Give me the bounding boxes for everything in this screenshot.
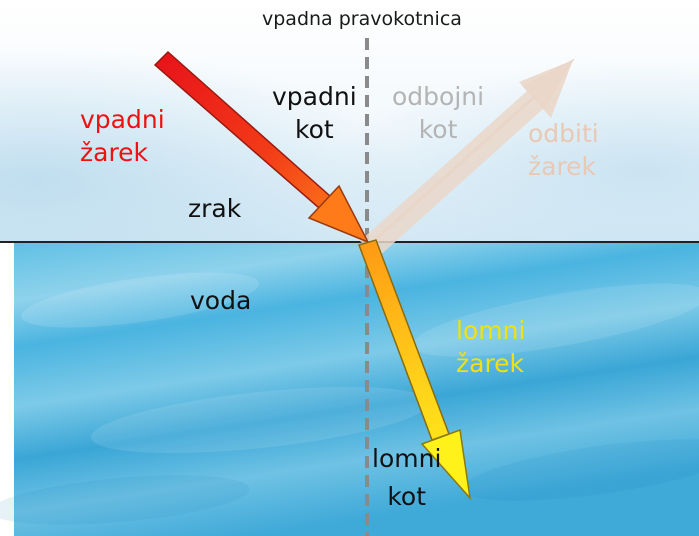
water-region <box>14 242 699 536</box>
air-label: zrak <box>188 194 242 223</box>
reflection-angle-label-line1: odbojni <box>392 82 485 111</box>
incident-angle-label-line2: kot <box>294 115 334 144</box>
refracted-ray-label-line2: žarek <box>456 349 525 378</box>
refracted-ray-label-line1: lomni <box>456 316 526 345</box>
refracted-ray-head <box>420 428 472 501</box>
reflection-angle-label: odbojni kot <box>392 80 484 146</box>
refraction-angle-label-line1: lomni <box>372 444 442 473</box>
water-label: voda <box>190 286 252 315</box>
reflected-ray-label: odbiti žarek <box>528 117 599 183</box>
incident-ray-label: vpadni žarek <box>80 103 165 169</box>
refraction-angle-label: lomni kot <box>372 440 441 516</box>
reflected-ray-head <box>519 60 573 118</box>
incident-ray-label-line2: žarek <box>80 138 149 167</box>
incident-angle-label-line1: vpadni <box>272 82 357 111</box>
incident-ray-head <box>307 184 370 244</box>
refracted-ray-label: lomni žarek <box>456 314 525 380</box>
air-haze-right <box>0 0 699 242</box>
refraction-angle-label-line2: kot <box>387 482 427 511</box>
water-streaks <box>0 272 699 525</box>
normal-label: vpadna pravokotnica <box>262 8 462 30</box>
incident-angle-label: vpadni kot <box>272 80 357 146</box>
incident-ray-label-line1: vpadni <box>80 105 165 134</box>
reflected-ray-label-line1: odbiti <box>528 119 599 148</box>
reflected-ray-body <box>360 91 543 259</box>
reflection-angle-label-line2: kot <box>418 115 458 144</box>
reflected-ray-label-line2: žarek <box>528 152 597 181</box>
